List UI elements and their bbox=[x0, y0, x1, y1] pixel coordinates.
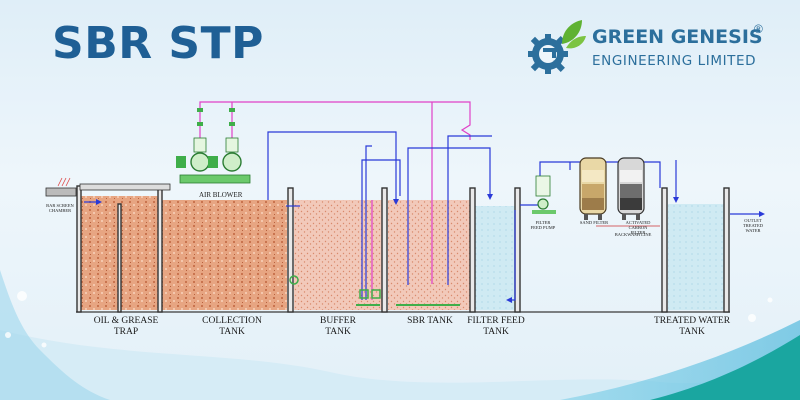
flow-arrows bbox=[96, 194, 765, 303]
air-blower-label: AIR BLOWER bbox=[199, 191, 243, 199]
page-title: SBR STP bbox=[52, 18, 264, 69]
filter-feed-pump-label: FILTER FEED PUMP bbox=[530, 220, 556, 230]
registered-mark: ® bbox=[754, 22, 763, 36]
air-blower-units bbox=[176, 137, 251, 184]
bar-screen-chamber bbox=[45, 187, 77, 197]
tank-label-filter-feed: FILTER FEED TANK bbox=[467, 316, 525, 337]
oil-grease-trap-fill-2 bbox=[120, 196, 160, 310]
treated-water-tank-fill bbox=[668, 204, 724, 310]
tank-label-collection: COLLECTION TANK bbox=[202, 316, 262, 337]
buffer-tank-fill bbox=[294, 200, 382, 310]
collection-tank-fill bbox=[162, 200, 287, 310]
carbon-filter-vessel bbox=[617, 157, 645, 220]
sand-filter-vessel bbox=[579, 157, 607, 220]
backwash-label: BACKWASH LINE bbox=[614, 232, 652, 237]
gear-tap-leaf-icon bbox=[528, 20, 586, 74]
decorative-waves bbox=[0, 270, 800, 400]
company-logo: GREEN GENESIS ® ENGINEERING LIMITED bbox=[522, 18, 782, 88]
tank-label-oil-grease-trap: OIL & GREASE TRAP bbox=[93, 316, 159, 337]
filter-feed-pump bbox=[532, 175, 556, 214]
submersible-pumps bbox=[289, 275, 381, 299]
tank-label-buffer: BUFFER TANK bbox=[320, 316, 356, 337]
outlet-treated-water-label: OUTLET TREATED WATER bbox=[743, 218, 763, 233]
logo-company-subtitle: ENGINEERING LIMITED bbox=[592, 53, 757, 69]
air-line-valves bbox=[197, 108, 235, 126]
trap-top-slab bbox=[79, 183, 171, 191]
tank-walls bbox=[76, 185, 730, 313]
filter-feed-tank-fill bbox=[475, 206, 515, 310]
tank-label-sbr: SBR TANK bbox=[407, 316, 453, 326]
logo-company-name: GREEN GENESIS bbox=[592, 26, 763, 48]
bar-screen-bars bbox=[57, 177, 71, 187]
sbr-tank-fill bbox=[388, 200, 470, 310]
bar-screen-label: BAR SCREEN CHAMBER bbox=[46, 203, 74, 213]
tank-label-treated-water: TREATED WATER TANK bbox=[653, 316, 731, 337]
carbon-filter-label: ACTIVATED CARBON FILTER bbox=[625, 220, 651, 235]
oil-grease-trap-fill bbox=[80, 196, 120, 310]
sand-filter-label: SAND FILTER bbox=[579, 220, 609, 225]
